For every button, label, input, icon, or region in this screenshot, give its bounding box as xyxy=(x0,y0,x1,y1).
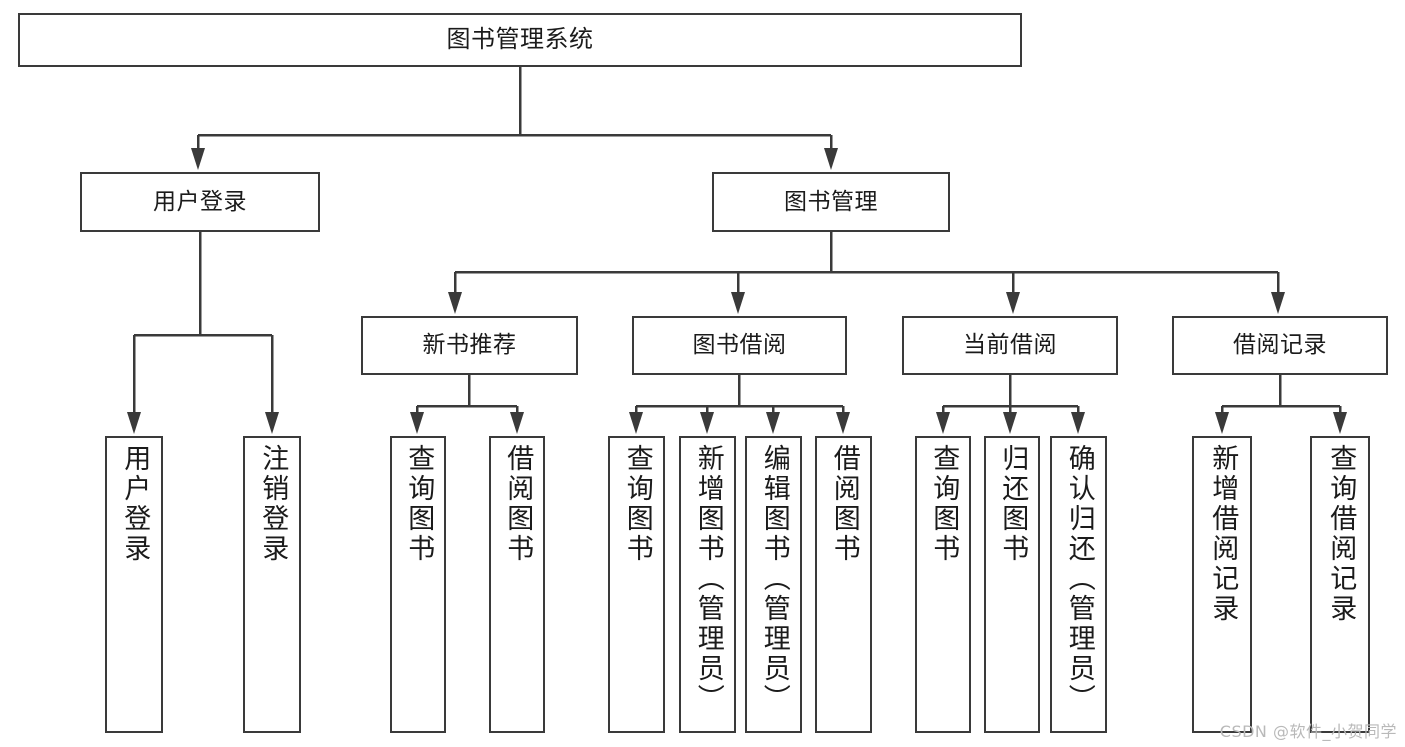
node-leaf-9[interactable]: 归还图书 xyxy=(984,436,1040,733)
node-label: 编辑图书（管理员） xyxy=(758,444,790,714)
node-leaf-5[interactable]: 新增图书（管理员） xyxy=(679,436,736,733)
node-root[interactable]: 图书管理系统 xyxy=(18,13,1022,67)
node-label: 查询借阅记录 xyxy=(1325,444,1357,624)
node-label: 借阅图书 xyxy=(502,444,534,564)
node-level3-1[interactable]: 图书借阅 xyxy=(632,316,847,375)
node-level2-1[interactable]: 图书管理 xyxy=(712,172,950,232)
node-label: 借阅记录 xyxy=(1233,332,1327,359)
node-label: 确认归还（管理员） xyxy=(1063,444,1095,714)
node-label: 用户登录 xyxy=(153,188,247,215)
node-leaf-6[interactable]: 编辑图书（管理员） xyxy=(745,436,802,733)
node-label: 借阅图书 xyxy=(828,444,860,564)
csdn-watermark: CSDN @软件_小贺同学 xyxy=(1219,722,1397,741)
node-leaf-8[interactable]: 查询图书 xyxy=(915,436,971,733)
node-leaf-7[interactable]: 借阅图书 xyxy=(815,436,872,733)
node-label: 图书管理 xyxy=(784,188,878,215)
node-label: 新增借阅记录 xyxy=(1207,444,1239,624)
node-label: 新增图书（管理员） xyxy=(692,444,724,714)
node-label: 当前借阅 xyxy=(963,332,1057,359)
node-leaf-12[interactable]: 查询借阅记录 xyxy=(1310,436,1370,733)
node-leaf-10[interactable]: 确认归还（管理员） xyxy=(1050,436,1107,733)
node-label: 查询图书 xyxy=(403,444,435,564)
node-label: 用户登录 xyxy=(119,444,151,564)
node-label: 注销登录 xyxy=(257,444,289,564)
node-leaf-2[interactable]: 查询图书 xyxy=(390,436,446,733)
node-leaf-1[interactable]: 注销登录 xyxy=(243,436,301,733)
node-label: 图书管理系统 xyxy=(446,25,594,54)
node-leaf-3[interactable]: 借阅图书 xyxy=(489,436,545,733)
node-label: 图书借阅 xyxy=(692,332,787,359)
node-level3-2[interactable]: 当前借阅 xyxy=(902,316,1118,375)
node-level3-3[interactable]: 借阅记录 xyxy=(1172,316,1388,375)
node-leaf-4[interactable]: 查询图书 xyxy=(608,436,665,733)
node-label: 查询图书 xyxy=(621,444,653,564)
node-level2-0[interactable]: 用户登录 xyxy=(80,172,320,232)
node-label: 新书推荐 xyxy=(422,332,517,359)
node-label: 归还图书 xyxy=(997,444,1029,564)
node-leaf-0[interactable]: 用户登录 xyxy=(105,436,163,733)
node-level3-0[interactable]: 新书推荐 xyxy=(361,316,578,375)
node-leaf-11[interactable]: 新增借阅记录 xyxy=(1192,436,1252,733)
node-label: 查询图书 xyxy=(928,444,960,564)
